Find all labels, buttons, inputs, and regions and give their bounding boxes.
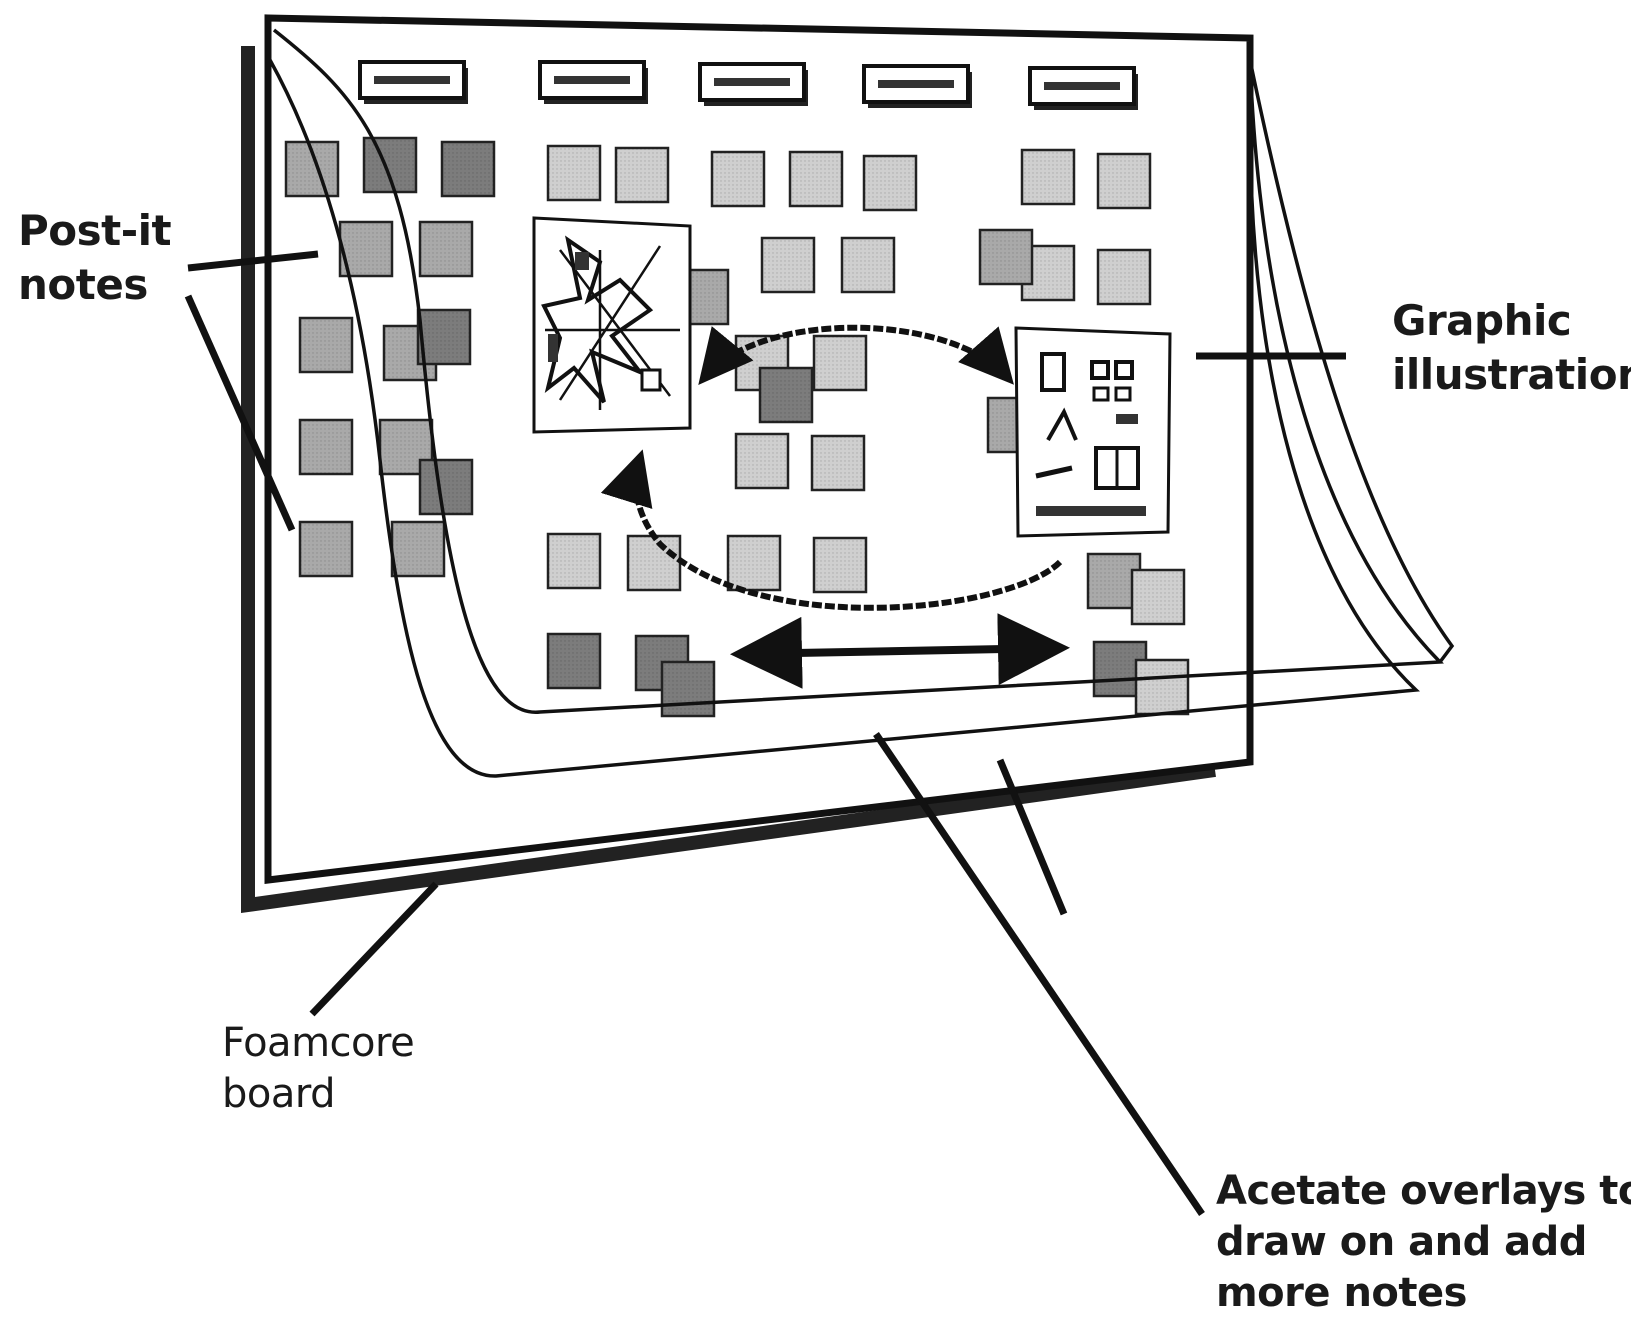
column-header-tag [360, 62, 468, 104]
post-it-note [814, 336, 866, 390]
label-line: more notes [1216, 1268, 1631, 1319]
post-it-note [616, 148, 668, 202]
label-line: Post-it [18, 204, 171, 258]
label-acetate-overlays: Acetate overlays to draw on and add more… [1216, 1166, 1631, 1320]
post-it-note [364, 138, 416, 192]
post-it-note [662, 662, 714, 716]
label-line: Foamcore [222, 1018, 414, 1069]
post-it-note [548, 534, 600, 588]
post-it-note [814, 538, 866, 592]
post-it-note [1098, 250, 1150, 304]
post-it-note [728, 536, 780, 590]
post-it-note [736, 434, 788, 488]
label-line: draw on and add [1216, 1217, 1631, 1268]
label-graphic-illustrations: Graphic illustrations [1392, 294, 1631, 402]
label-post-it-notes: Post-it notes [18, 204, 171, 312]
post-it-note [1136, 660, 1188, 714]
column-header-tag [1030, 68, 1138, 110]
post-it-note [864, 156, 916, 210]
post-it-note [420, 460, 472, 514]
post-it-note [420, 222, 472, 276]
column-header-tag [864, 66, 972, 108]
graphic-illustration-right [1016, 328, 1170, 536]
graphic-illustration-left [534, 218, 690, 432]
post-it-note [628, 536, 680, 590]
label-foamcore-board: Foamcore board [222, 1018, 414, 1120]
post-it-note [1098, 154, 1150, 208]
post-it-note [712, 152, 764, 206]
post-it-note [760, 368, 812, 422]
label-line: illustrations [1392, 348, 1631, 402]
post-it-note [300, 318, 352, 372]
label-line: board [222, 1069, 414, 1120]
post-it-note [842, 238, 894, 292]
post-it-note [418, 310, 470, 364]
post-it-note [1132, 570, 1184, 624]
column-header-tag [700, 64, 808, 106]
label-line: notes [18, 258, 171, 312]
post-it-note [548, 634, 600, 688]
post-it-note [300, 420, 352, 474]
post-it-note [442, 142, 494, 196]
post-it-note [300, 522, 352, 576]
post-it-note [1022, 150, 1074, 204]
post-it-note [790, 152, 842, 206]
post-it-note [980, 230, 1032, 284]
post-it-note [762, 238, 814, 292]
post-it-note [548, 146, 600, 200]
label-line: Acetate overlays to [1216, 1166, 1631, 1217]
column-header-tag [540, 62, 648, 104]
label-line: Graphic [1392, 294, 1631, 348]
post-it-note [392, 522, 444, 576]
post-it-note [812, 436, 864, 490]
